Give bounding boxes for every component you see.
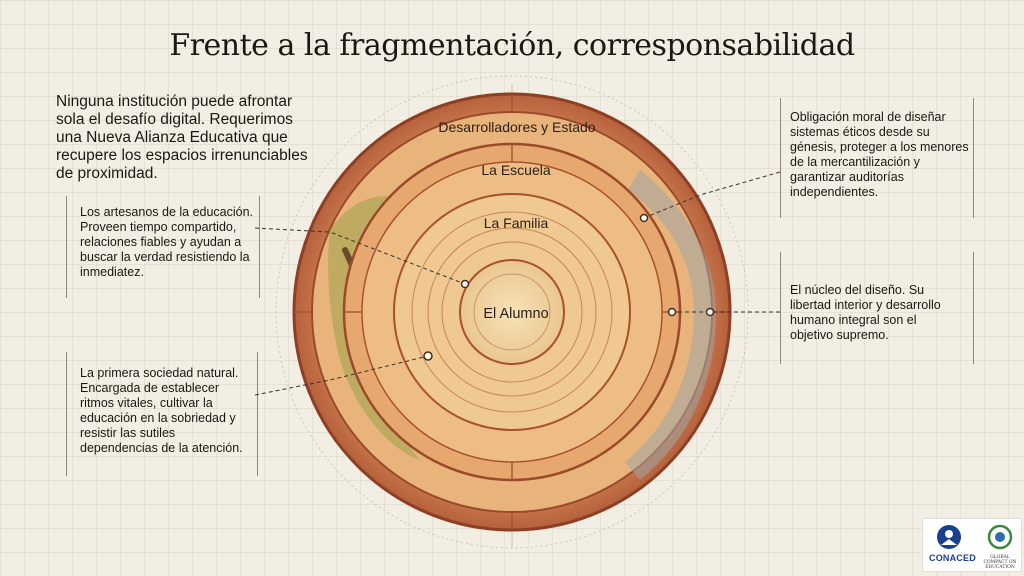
page-title: Frente a la fragmentación, corresponsabi…: [169, 28, 855, 63]
global-compact-logo-text: GLOBAL COMPACT ON EDUCATION: [983, 555, 1017, 570]
ring-center-inner: [473, 273, 551, 351]
note-family: La primera sociedad natural. Encargada d…: [80, 366, 243, 455]
note-student: El núcleo del diseño. Su libertad interi…: [790, 283, 941, 342]
label-school: La Escuela: [481, 162, 550, 178]
leader-dots: [423, 213, 715, 361]
maze-illustration: [625, 170, 716, 480]
ring-family-line-3: [441, 241, 583, 383]
note-frame-student: [780, 252, 974, 364]
label-center: El Alumno: [483, 306, 548, 322]
note-frame-family: [66, 352, 258, 476]
conaced-logo-text: CONACED: [929, 553, 976, 563]
note-frame-school: [66, 196, 260, 298]
intro-text: Ninguna institución puede afrontar sola …: [56, 93, 308, 182]
logo-icons: [937, 524, 1013, 550]
label-family: La Familia: [484, 215, 549, 231]
label-developers: Desarrolladores y Estado: [438, 119, 595, 135]
note-developers: Obligación moral de diseñar sistemas éti…: [790, 110, 969, 199]
logos-panel: CONACED GLOBAL COMPACT ON EDUCATION: [922, 518, 1022, 572]
ring-center: [459, 259, 565, 365]
leader-lines: [254, 171, 781, 396]
note-frame-developers: [780, 98, 974, 218]
ring-family-line-1: [411, 211, 613, 413]
ring-family-line-2: [427, 227, 597, 397]
note-school: Los artesanos de la educación. Proveen t…: [80, 205, 254, 279]
